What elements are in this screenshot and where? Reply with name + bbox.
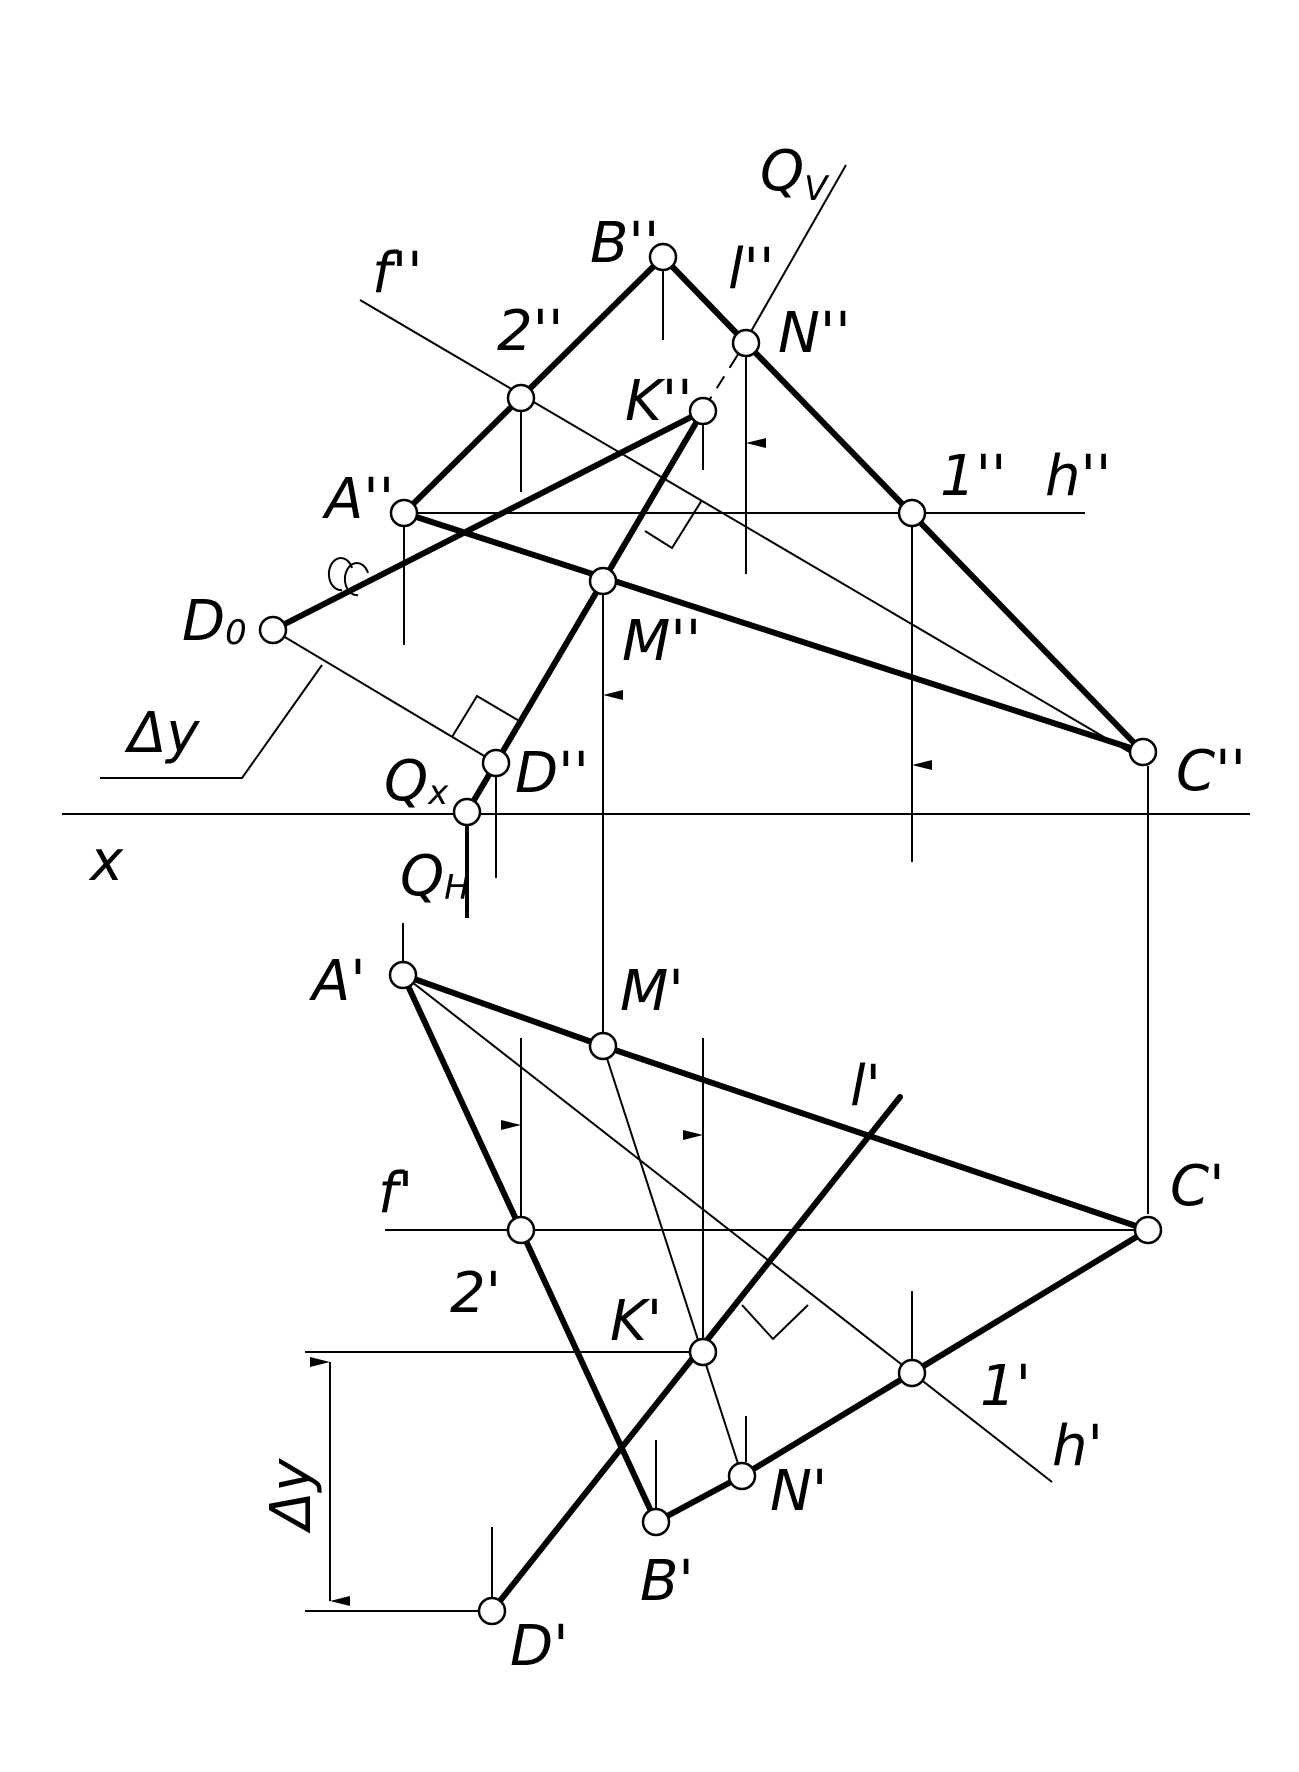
point-k2 — [688, 396, 718, 426]
point-n1 — [727, 1461, 757, 1491]
trace-qv-line — [736, 164, 847, 357]
point-c2 — [1128, 737, 1158, 767]
point-a2 — [389, 498, 419, 528]
label-h2: h'' — [1045, 444, 1111, 509]
label-qh: QH — [400, 844, 470, 909]
label-d0: D0 — [182, 589, 247, 654]
point-m1 — [588, 1031, 618, 1061]
point-c1 — [1133, 1215, 1163, 1245]
frontal-f2-line — [359, 299, 1144, 761]
right-angle-d2 — [451, 694, 522, 738]
label-2pp: 2'' — [497, 299, 563, 364]
label-n2: N'' — [778, 301, 851, 366]
label-m1: M' — [620, 959, 684, 1024]
label-k1: K' — [610, 1289, 662, 1354]
label-a1: A' — [309, 949, 366, 1014]
label-b2: B'' — [590, 211, 659, 276]
arc-symbol — [327, 557, 369, 597]
label-d2: D'' — [515, 741, 589, 806]
point-qx — [452, 797, 482, 827]
line-d0-d2 — [272, 629, 497, 764]
label-d1: D' — [510, 1614, 569, 1679]
label-qx: Qx — [384, 749, 449, 814]
label-x: x — [88, 829, 124, 894]
point-d2 — [481, 748, 511, 778]
point-1pp — [897, 498, 927, 528]
point-b2 — [648, 242, 678, 272]
label-qv: QV — [760, 139, 830, 209]
label-a2: A'' — [322, 467, 394, 532]
point-b1 — [641, 1507, 671, 1537]
label-f1: f' — [378, 1161, 413, 1226]
point-2pp — [506, 383, 536, 413]
right-angle-f2 — [644, 499, 703, 550]
label-c2: C'' — [1176, 739, 1246, 804]
point-d1 — [477, 1596, 507, 1626]
point-a1 — [388, 960, 418, 990]
label-1pp: 1'' — [940, 444, 1006, 509]
point-k1 — [688, 1337, 718, 1367]
label-l2: l'' — [728, 237, 774, 302]
point-m2 — [588, 566, 618, 596]
point-n2 — [731, 328, 761, 358]
label-c1: C' — [1170, 1154, 1225, 1219]
label-l1: l' — [850, 1054, 881, 1119]
label-1p: 1' — [980, 1354, 1031, 1419]
horizontal-h1-line — [402, 974, 1053, 1483]
label-b1: B' — [640, 1549, 694, 1614]
label-f2: f'' — [372, 241, 423, 306]
point-d0 — [258, 615, 288, 645]
point-1p — [897, 1358, 927, 1388]
line-m1-n1 — [602, 1045, 743, 1477]
label-m2: M'' — [622, 609, 701, 674]
point-2p — [506, 1215, 536, 1245]
label-k2: K'' — [625, 369, 693, 434]
right-angle-h1 — [741, 1304, 809, 1341]
label-dy-bottom: Δy — [259, 1458, 324, 1534]
triangle-abc-horizontal — [400, 972, 1156, 1527]
line-d0-k2 — [270, 408, 706, 633]
label-n1: N' — [770, 1459, 827, 1524]
label-h1: h' — [1052, 1414, 1103, 1479]
label-2p: 2' — [450, 1261, 501, 1326]
label-dy-top: Δy — [124, 701, 200, 766]
delta-y-top-leader — [100, 664, 323, 779]
